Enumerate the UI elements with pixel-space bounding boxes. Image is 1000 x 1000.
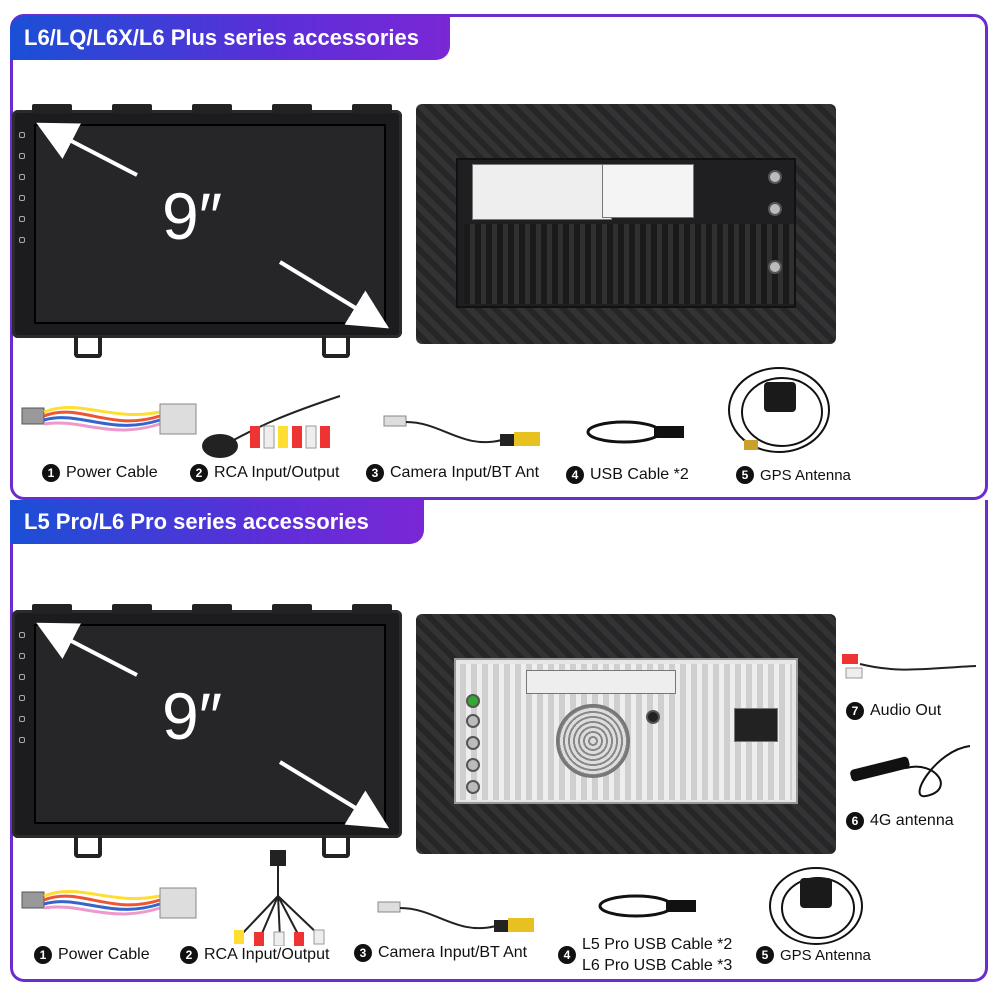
number-badge: 7: [846, 702, 864, 720]
caption-text: Audio Out: [870, 702, 942, 719]
number-badge: 5: [756, 946, 774, 964]
number-badge: 3: [354, 944, 372, 962]
number-badge: 1: [34, 946, 52, 964]
caption-text: 4G antenna: [870, 812, 954, 829]
audio-out-cable-icon: [842, 654, 977, 679]
rca-cable-icon: [234, 850, 325, 946]
caption-text: Camera Input/BT Ant: [378, 944, 528, 961]
number-badge: 3: [366, 464, 384, 482]
gps-antenna-icon: [769, 867, 863, 945]
head-unit-back-2: [416, 614, 836, 854]
caption-text: GPS Antenna: [760, 466, 851, 484]
power-cable-harness-icon: [21, 887, 197, 919]
caption-usb-cable-2: 4 L5 Pro USB Cable *2 L6 Pro USB Cable *…: [558, 934, 732, 976]
rca-cable-icon: [202, 395, 341, 458]
number-badge: 4: [566, 466, 584, 484]
side-buttons: [16, 632, 28, 762]
caption-audio-out: 7 Audio Out: [846, 702, 941, 720]
caption-text: Power Cable: [58, 946, 150, 963]
4g-antenna-icon: [850, 745, 971, 798]
diagonal-arrows: [36, 622, 390, 829]
section-title-1: L6/LQ/L6X/L6 Plus series accessories: [10, 16, 450, 60]
gps-antenna-icon: [728, 367, 830, 453]
caption-usb-cable-1: 4 USB Cable *2: [566, 466, 689, 484]
number-badge: 2: [190, 464, 208, 482]
caption-text: Camera Input/BT Ant: [390, 464, 540, 481]
caption-camera-cable-1: 3 Camera Input/BT Ant: [366, 464, 539, 482]
caption-gps-antenna-1: 5 GPS Antenna: [736, 466, 851, 484]
caption-text: RCA Input/Output: [204, 946, 330, 963]
caption-text: Power Cable: [66, 464, 158, 481]
caption-gps-antenna-2: 5 GPS Antenna: [756, 946, 871, 964]
cooling-fan: [556, 704, 630, 778]
section-title-2: L5 Pro/L6 Pro series accessories: [10, 500, 424, 544]
screen-size-label: 9″: [162, 679, 223, 753]
caption-4g-antenna: 6 4G antenna: [846, 812, 954, 830]
usb-cable-icon: [598, 894, 696, 918]
caption-power-cable-1: 1 Power Cable: [42, 464, 158, 482]
head-unit-front-2: 9″: [12, 604, 402, 860]
number-badge: 2: [180, 946, 198, 964]
number-badge: 1: [42, 464, 60, 482]
caption-text: RCA Input/Output: [214, 464, 340, 481]
diagonal-arrows: [36, 122, 390, 329]
number-badge: 4: [558, 946, 576, 964]
caption-camera-cable-2: 3 Camera Input/BT Ant: [354, 944, 527, 962]
power-cable-harness-icon: [21, 403, 197, 435]
caption-power-cable-2: 1 Power Cable: [34, 946, 150, 964]
caption-text-2: L6 Pro USB Cable *3: [582, 957, 733, 974]
caption-text-group: L5 Pro USB Cable *2 L6 Pro USB Cable *3: [582, 934, 732, 976]
usb-cable-icon: [586, 420, 684, 444]
head-unit-back-1: [416, 104, 836, 344]
caption-rca-cable-1: 2 RCA Input/Output: [190, 464, 339, 482]
caption-text: USB Cable *2: [590, 466, 689, 483]
camera-cable-icon: [377, 901, 534, 932]
camera-cable-icon: [383, 415, 540, 446]
side-buttons: [16, 132, 28, 262]
number-badge: 6: [846, 812, 864, 830]
caption-text: GPS Antenna: [780, 946, 871, 964]
caption-text: L5 Pro USB Cable *2: [582, 936, 733, 953]
head-unit-front-1: 9″: [12, 104, 402, 360]
caption-rca-cable-2: 2 RCA Input/Output: [180, 946, 329, 964]
screen-size-label: 9″: [162, 179, 223, 253]
number-badge: 5: [736, 466, 754, 484]
